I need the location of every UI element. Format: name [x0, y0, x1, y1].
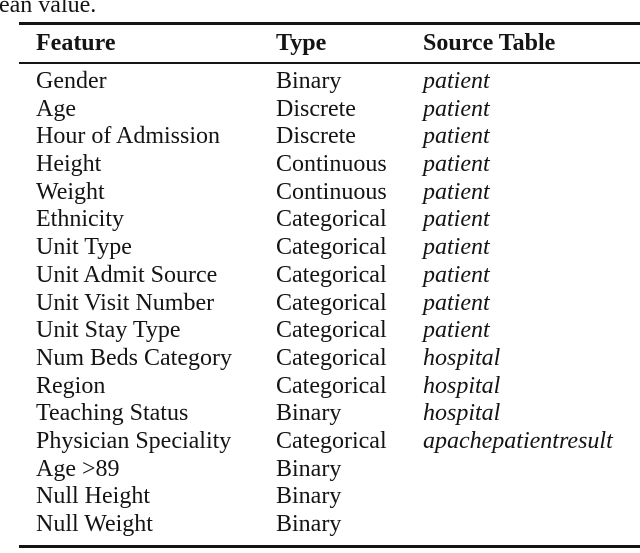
- cell-feature: Unit Stay Type: [36, 317, 181, 344]
- caption-text-fragment: ean value.: [0, 0, 97, 18]
- cell-source: patient: [423, 261, 490, 288]
- cell-feature: Height: [36, 151, 102, 178]
- table-row: Gender Binary patient: [0, 68, 640, 96]
- cell-type: Categorical: [276, 206, 387, 233]
- cell-source: hospital: [423, 344, 501, 371]
- table-row: Unit Type Categorical patient: [0, 234, 640, 262]
- cell-type: Continuous: [276, 151, 387, 178]
- cell-source: patient: [423, 95, 490, 122]
- table-row: Teaching Status Binary hospital: [0, 400, 640, 428]
- table-row: Unit Stay Type Categorical patient: [0, 317, 640, 345]
- table-row: Unit Visit Number Categorical patient: [0, 290, 640, 318]
- cell-type: Categorical: [276, 427, 387, 454]
- cell-source: hospital: [423, 372, 501, 399]
- table-row: Physician Speciality Categorical apachepat…: [0, 428, 640, 456]
- cell-type: Discrete: [276, 123, 356, 150]
- cell-feature: Ethnicity: [36, 206, 124, 233]
- cell-type: Categorical: [276, 234, 387, 261]
- cell-type: Discrete: [276, 95, 356, 122]
- cell-type: Binary: [276, 68, 342, 94]
- cell-feature: Region: [36, 372, 106, 399]
- cell-source: patient: [423, 123, 490, 150]
- table-row: Height Continuous patient: [0, 151, 640, 179]
- table-row: Age Discrete patient: [0, 96, 640, 124]
- cell-feature: Physician Speciality: [36, 427, 232, 454]
- cell-source: patient: [423, 68, 490, 94]
- table-header-rule: [19, 62, 640, 64]
- table-row: Hour of Admission Discrete patient: [0, 123, 640, 151]
- cell-feature: Null Height: [36, 483, 150, 510]
- cell-feature: Unit Visit Number: [36, 289, 215, 316]
- column-header-source-table: Source Table: [423, 30, 556, 56]
- cell-source: patient: [423, 289, 490, 316]
- table-row: Weight Continuous patient: [0, 179, 640, 207]
- cell-type: Binary: [276, 455, 342, 482]
- table-row: Age >89 Binary: [0, 456, 640, 484]
- cell-source: patient: [423, 234, 490, 261]
- table-row: Unit Admit Source Categorical patient: [0, 262, 640, 290]
- column-header-feature: Feature: [36, 30, 116, 56]
- cell-type: Binary: [276, 483, 342, 510]
- table-row: Null Weight Binary: [0, 511, 640, 539]
- cell-type: Categorical: [276, 372, 387, 399]
- cell-source: hospital: [423, 400, 501, 427]
- cell-feature: Unit Admit Source: [36, 261, 218, 288]
- cell-feature: Num Beds Category: [36, 344, 232, 371]
- table-row: Ethnicity Categorical patient: [0, 206, 640, 234]
- cell-type: Categorical: [276, 344, 387, 371]
- cell-type: Categorical: [276, 289, 387, 316]
- cell-feature: Age: [36, 95, 76, 122]
- table-top-rule: [19, 22, 640, 25]
- cell-type: Categorical: [276, 261, 387, 288]
- cell-feature: Weight: [36, 178, 105, 205]
- cell-feature: Age >89: [36, 455, 120, 482]
- table-row: Null Height Binary: [0, 483, 640, 511]
- cell-source: patient: [423, 151, 490, 178]
- table-row: Num Beds Category Categorical hospital: [0, 345, 640, 373]
- cell-source: patient: [423, 206, 490, 233]
- cell-feature: Teaching Status: [36, 400, 189, 427]
- cell-source: [423, 456, 640, 484]
- cell-source: patient: [423, 317, 490, 344]
- table-row: Region Categorical hospital: [0, 373, 640, 401]
- cell-feature: Unit Type: [36, 234, 132, 261]
- table-header-row: Feature Type Source Table: [0, 29, 640, 57]
- cell-source: [423, 511, 640, 539]
- cell-type: Continuous: [276, 178, 387, 205]
- cell-feature: Gender: [36, 68, 107, 94]
- cell-type: Binary: [276, 400, 342, 427]
- cell-type: Categorical: [276, 317, 387, 344]
- cell-type: Binary: [276, 511, 342, 537]
- cell-feature: Hour of Admission: [36, 123, 221, 150]
- table-bottom-rule: [19, 545, 640, 548]
- cell-source: apachepatientresult: [423, 427, 613, 454]
- cell-source: [423, 483, 640, 511]
- cell-source: patient: [423, 178, 490, 205]
- cell-feature: Null Weight: [36, 511, 153, 537]
- column-header-type: Type: [276, 30, 327, 56]
